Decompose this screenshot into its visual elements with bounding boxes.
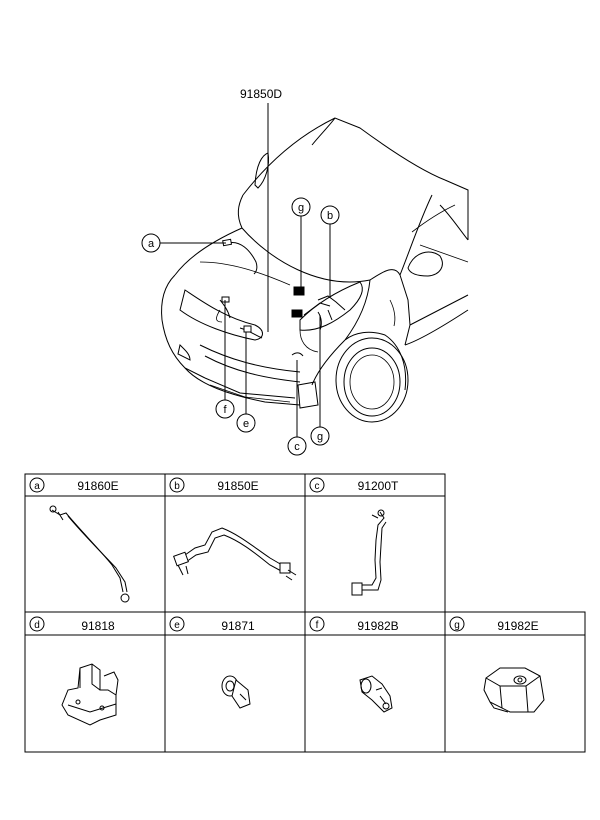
cable-91200t-drawing xyxy=(351,509,387,596)
cover-91982e-drawing xyxy=(483,667,545,713)
cell-f-part-number: 91982B xyxy=(357,619,398,633)
callout-e-letter: e xyxy=(243,418,249,430)
table-cell-f: f 91982B xyxy=(309,616,399,633)
grommet-91982b-drawing xyxy=(359,675,393,713)
bracket-91818-drawing xyxy=(61,663,119,726)
cell-b-letter: b xyxy=(174,481,180,492)
callout-b: b xyxy=(320,205,340,225)
cell-d-part-number: 91818 xyxy=(81,619,115,633)
grommet-91871-drawing xyxy=(221,675,251,709)
callout-f-letter: f xyxy=(223,404,227,416)
parts-table xyxy=(24,473,586,753)
callout-a-letter: a xyxy=(148,238,155,250)
cell-e-part-number: 91871 xyxy=(221,619,255,633)
callout-c: c xyxy=(287,436,307,456)
table-cell-e: e 91871 xyxy=(169,616,255,633)
cell-e-letter: e xyxy=(174,620,180,631)
callout-b-letter: b xyxy=(327,210,333,222)
table-cell-g: g 91982E xyxy=(449,616,539,633)
callout-e: e xyxy=(236,413,256,433)
callout-f: f xyxy=(215,399,235,419)
cell-b-part-number: 91850E xyxy=(217,479,258,493)
cell-a-part-number: 91860E xyxy=(77,479,118,493)
callout-c-letter: c xyxy=(294,441,300,453)
cell-g-letter: g xyxy=(454,620,460,631)
table-cell-d: d 91818 xyxy=(29,616,115,633)
cell-d-letter: d xyxy=(34,620,40,631)
cable-91860e-drawing xyxy=(49,505,130,603)
callout-g-bottom-letter: g xyxy=(317,431,323,443)
callout-g-top-letter: g xyxy=(298,202,304,214)
table-cell-a: a 91860E xyxy=(29,477,119,493)
callout-a: a xyxy=(141,233,161,253)
callout-g-bottom: g xyxy=(310,426,330,446)
main-callout-label: 91850D xyxy=(240,87,282,101)
cell-c-letter: c xyxy=(315,481,320,492)
car-illustration xyxy=(160,103,469,437)
table-row-1-frame xyxy=(24,473,446,613)
callout-g-top: g xyxy=(291,197,311,217)
cable-91850e-drawing xyxy=(173,527,297,581)
cell-a-letter: a xyxy=(34,481,40,492)
cell-g-part-number: 91982E xyxy=(497,619,538,633)
cell-c-part-number: 91200T xyxy=(358,479,399,493)
cell-f-letter: f xyxy=(316,620,319,631)
table-cell-c: c 91200T xyxy=(309,477,399,493)
table-cell-b: b 91850E xyxy=(169,477,259,493)
